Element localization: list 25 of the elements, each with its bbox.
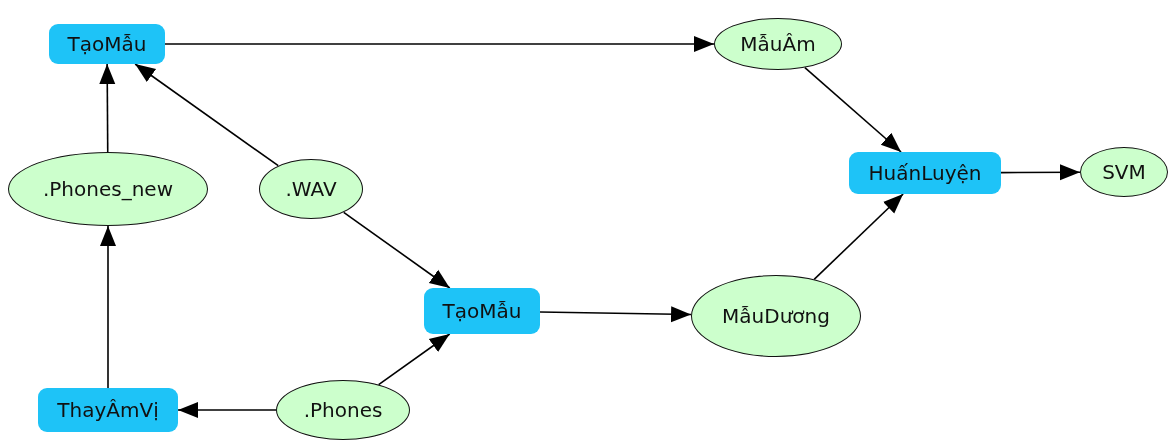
process-box [49,24,165,64]
node-label: MẫuDương [722,304,830,328]
arrow [377,333,451,386]
arrow [100,225,116,389]
node-label: TạoMẫu [442,299,522,323]
node-label: .Phones [303,398,383,422]
node-label: MẫuÂm [740,32,816,56]
node-label: SVM [1102,160,1146,184]
arrow [804,66,902,153]
arrow [134,63,280,167]
arrow [539,306,692,323]
node-label: TạoMẫu [67,32,147,56]
process-box [424,288,540,334]
arrow [99,63,116,153]
node-label: HuấnLuyện [868,161,982,185]
arrow [1000,164,1081,181]
arrow [342,211,451,289]
arrow [164,36,715,52]
process-box [38,388,178,432]
node-label: .WAV [285,177,337,201]
arrow [813,193,904,281]
process-box [849,152,1001,194]
arrow [177,402,277,418]
node-label: ThayÂmVị [57,398,159,422]
node-label: .Phones_new [42,177,174,201]
